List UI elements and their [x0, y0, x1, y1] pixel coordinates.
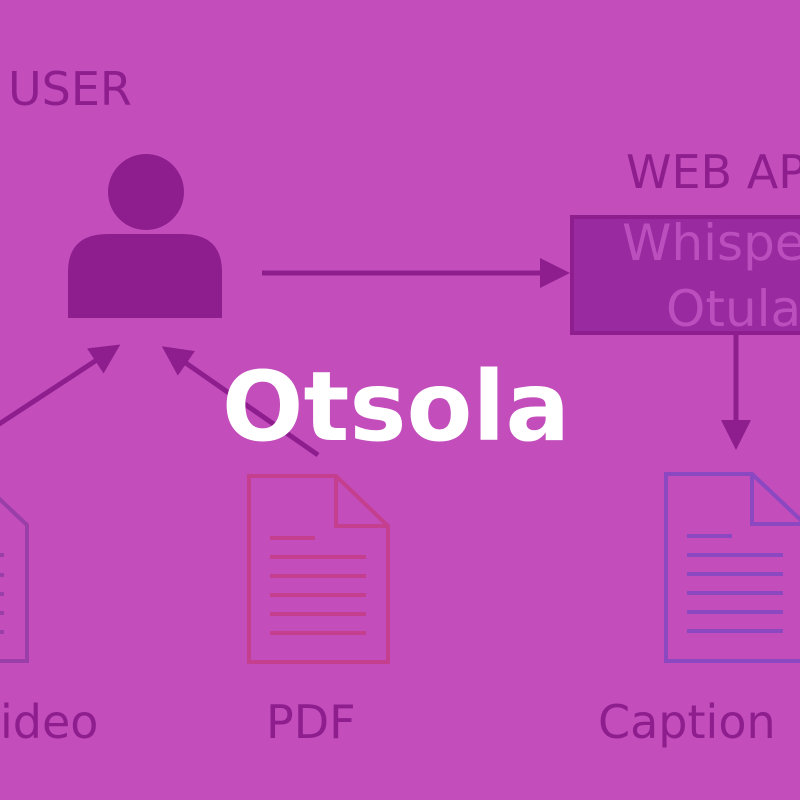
arrow-pdf-to-user [161, 346, 320, 458]
page-title: Otsola [222, 351, 570, 463]
box-line-2: Otula [666, 280, 800, 338]
caption-document-icon [664, 472, 800, 663]
pdf-label: PDF [266, 695, 356, 749]
video-document-icon [0, 496, 29, 663]
user-icon [68, 154, 222, 318]
video-label: ideo [0, 695, 98, 749]
user-label: USER [8, 62, 132, 116]
web-api-box [570, 215, 800, 335]
caption-label: Caption [598, 695, 776, 749]
box-line-1: Whispe [622, 214, 800, 272]
pdf-document-icon [247, 474, 390, 664]
web-api-label: WEB AP [626, 145, 800, 199]
arrow-video-to-user [0, 344, 121, 427]
